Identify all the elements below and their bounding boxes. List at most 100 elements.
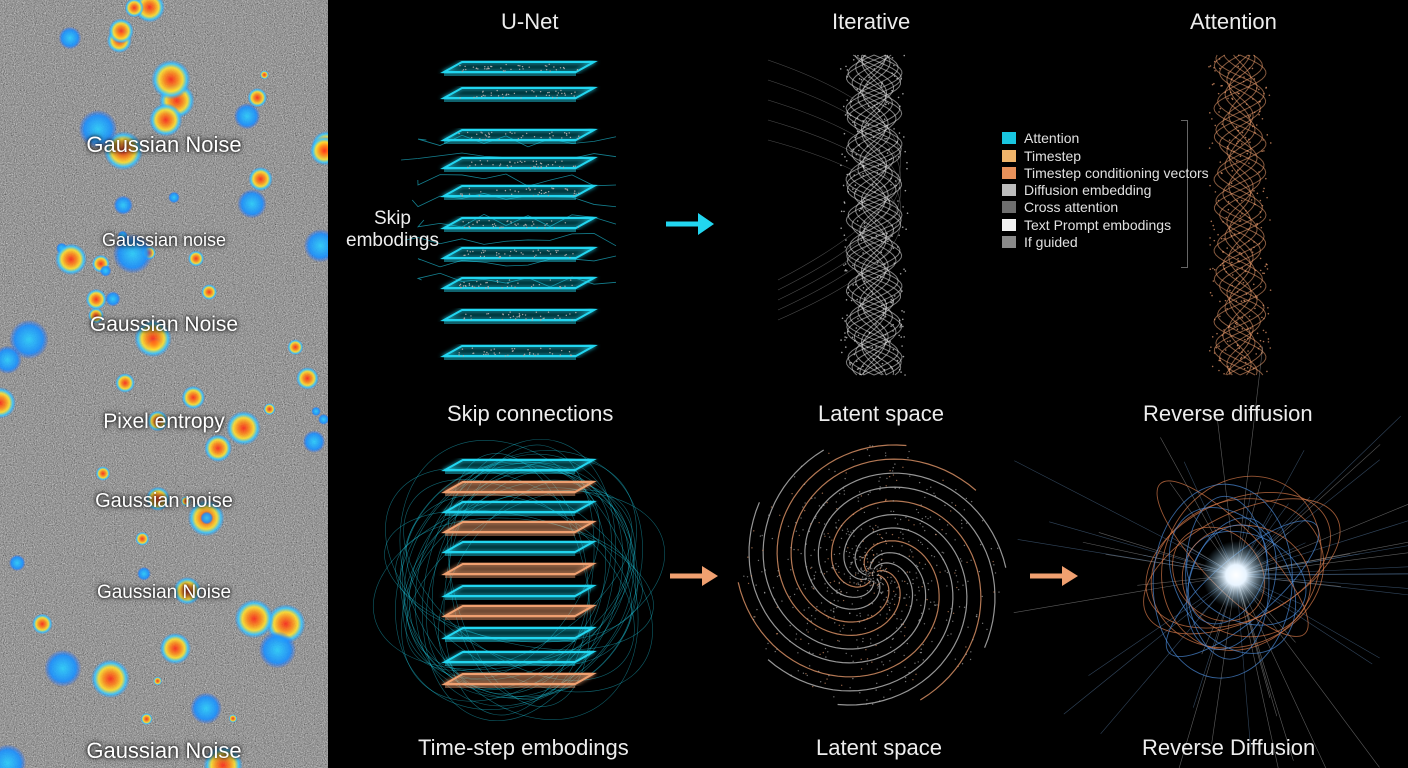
- spiral-particle: [812, 685, 814, 688]
- spiral-particle: [920, 612, 923, 615]
- spiral-particle: [877, 526, 879, 528]
- layer-particle: [550, 220, 553, 222]
- spiral-particle: [824, 561, 826, 563]
- helix-particle: [1215, 346, 1218, 349]
- heat-blob: [99, 265, 112, 277]
- helix-particle: [1267, 341, 1270, 343]
- spiral-particle: [855, 545, 857, 547]
- spiral-particle: [922, 659, 925, 661]
- helix-particle: [839, 68, 842, 70]
- layer-particle: [479, 159, 481, 162]
- helix-particle: [1255, 124, 1258, 126]
- spiral-particle: [848, 551, 851, 554]
- layer-particle: [569, 256, 571, 259]
- helix-particle: [1258, 88, 1260, 91]
- burst-ray: [1235, 504, 1408, 576]
- spiral-particle: [798, 534, 801, 537]
- layer-particle: [488, 132, 490, 134]
- heat-blob: [309, 136, 328, 166]
- legend-item: Timestep conditioning vectors: [1002, 165, 1209, 181]
- unet-layer-edge: [445, 616, 576, 620]
- spiral-particle: [888, 609, 891, 611]
- spiral-particle: [865, 547, 867, 550]
- helix-particle: [844, 339, 846, 341]
- helix-particle: [1212, 267, 1214, 270]
- spiral-particle: [876, 622, 879, 624]
- helix-particle: [899, 179, 902, 181]
- spiral-particle: [942, 558, 944, 561]
- helix-particle: [875, 351, 877, 354]
- spiral-particle: [866, 699, 868, 701]
- skip-line: [417, 255, 617, 268]
- layer-particle: [486, 351, 488, 354]
- layer-particle: [516, 316, 518, 318]
- heat-blob: [0, 387, 16, 419]
- spiral-particle: [963, 544, 966, 547]
- helix-particle: [1210, 220, 1213, 223]
- spiral-particle: [905, 604, 908, 606]
- layer-particle: [487, 66, 489, 68]
- helix-particle: [902, 355, 905, 358]
- helix-particle: [871, 290, 873, 293]
- spiral-particle: [929, 601, 932, 603]
- helix-particle: [1220, 237, 1223, 240]
- heat-blob: [303, 229, 328, 263]
- helix-particle: [1226, 145, 1229, 148]
- spiral-particle: [765, 648, 767, 650]
- layer-particle: [473, 286, 476, 289]
- spiral-particle: [860, 668, 863, 670]
- spiral-particle: [868, 454, 871, 457]
- helix-particle: [1264, 265, 1267, 268]
- layer-particle: [531, 90, 533, 92]
- spiral-particle: [895, 479, 898, 482]
- spiral-particle: [960, 519, 963, 522]
- layer-particle: [535, 163, 538, 165]
- spiral-particle: [813, 578, 815, 580]
- helix-particle: [1213, 318, 1216, 321]
- spiral-particle: [884, 540, 887, 542]
- helix-particle: [1267, 338, 1270, 340]
- helix-particle: [1245, 210, 1247, 212]
- helix-particle: [1254, 203, 1256, 206]
- spiral-particle: [970, 651, 972, 653]
- helix-particle: [901, 226, 904, 228]
- spiral-particle: [981, 622, 984, 625]
- helix-particle: [882, 314, 885, 317]
- spiral-particle: [857, 500, 860, 502]
- helix-particle: [1217, 233, 1219, 236]
- spiral-particle: [924, 529, 926, 532]
- layer-particle: [479, 138, 481, 140]
- helix-particle: [850, 362, 852, 364]
- helix-particle: [1223, 372, 1225, 375]
- helix-particle: [1240, 199, 1243, 202]
- spiral-particle: [845, 472, 847, 474]
- spiral-particle: [804, 502, 806, 504]
- helix-particle: [841, 351, 843, 354]
- spiral-particle: [901, 580, 903, 582]
- heat-blob: [117, 230, 128, 241]
- helix-particle: [843, 201, 846, 203]
- helix-particle: [1252, 283, 1255, 286]
- spiral-particle: [867, 561, 869, 563]
- spiral-particle: [871, 703, 874, 705]
- layer-particle: [458, 132, 460, 135]
- layer-particle: [478, 194, 481, 197]
- spiral-particle: [961, 527, 963, 529]
- spiral-particle: [881, 583, 884, 585]
- helix-particle: [872, 106, 874, 109]
- helix-particle: [1223, 329, 1225, 331]
- helix-particle: [1263, 92, 1265, 95]
- spiral-particle: [885, 532, 888, 534]
- layer-particle: [517, 64, 519, 67]
- spiral-particle: [919, 523, 921, 525]
- spiral-particle: [860, 658, 862, 661]
- helix-particle: [876, 103, 878, 106]
- spiral-particle: [840, 537, 843, 540]
- layer-particle: [510, 68, 512, 71]
- spiral-particle: [876, 574, 879, 577]
- spiral-particle: [862, 540, 864, 542]
- spiral-particle: [921, 543, 924, 546]
- helix-particle: [854, 136, 856, 139]
- helix-particle: [884, 138, 886, 140]
- spiral-particle: [862, 637, 864, 640]
